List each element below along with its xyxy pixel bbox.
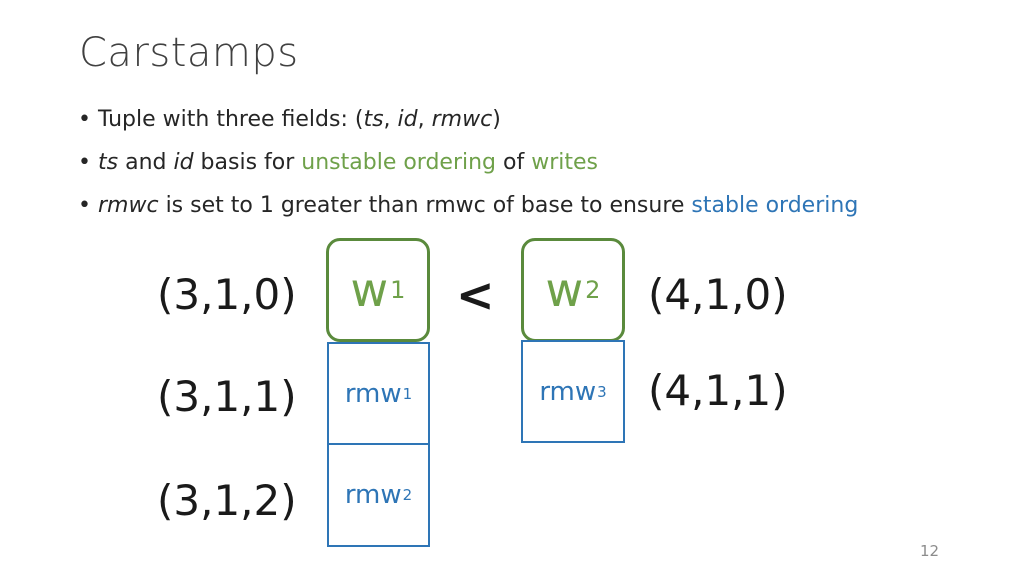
slide-title: Carstamps — [79, 30, 299, 76]
bullet-text: Tuple with three fields: ( — [98, 107, 364, 132]
rmw-subscript: 3 — [597, 382, 607, 401]
bullet-text: , — [417, 107, 432, 132]
term-rmwc: rmwc — [431, 107, 493, 132]
rmw-label: rmw — [344, 480, 402, 510]
bullet-text: basis for — [193, 150, 302, 175]
less-than-symbol: < — [456, 268, 495, 322]
write-subscript: 1 — [390, 276, 406, 304]
highlight-writes: writes — [531, 150, 599, 175]
tuple-4-1-1: (4,1,1) — [648, 366, 788, 415]
highlight-stable-ordering: stable ordering — [691, 193, 859, 218]
rmw-subscript: 2 — [402, 486, 413, 504]
highlight-unstable-ordering: unstable ordering — [301, 150, 497, 175]
term-id: id — [173, 150, 194, 175]
rmw-label: rmw — [344, 378, 402, 409]
tuple-3-1-2: (3,1,2) — [157, 476, 297, 525]
term-ts: ts — [98, 150, 119, 175]
page-number: 12 — [920, 542, 940, 560]
bullet-text: is set to 1 greater than rmwc of base to… — [158, 193, 692, 218]
bullet-unstable-ordering: ts and id basis for unstable ordering of… — [78, 141, 858, 184]
bullet-text: ) — [492, 107, 501, 132]
term-rmwc: rmwc — [98, 193, 159, 218]
write-subscript: 2 — [585, 276, 601, 304]
bullet-text: , — [383, 107, 398, 132]
term-id: id — [397, 107, 418, 132]
tuple-3-1-0: (3,1,0) — [157, 270, 297, 319]
bullet-stable-ordering: rmwc is set to 1 greater than rmwc of ba… — [78, 184, 858, 227]
bullet-text: of — [496, 150, 532, 175]
write-label: w — [350, 263, 389, 317]
tuple-4-1-0: (4,1,0) — [648, 270, 788, 319]
write-label: w — [545, 263, 584, 317]
tuple-3-1-1: (3,1,1) — [157, 372, 297, 421]
bullet-tuple-fields: Tuple with three fields: (ts, id, rmwc) — [78, 98, 858, 141]
term-ts: ts — [363, 107, 384, 132]
bullet-list: Tuple with three fields: (ts, id, rmwc) … — [78, 98, 858, 227]
bullet-text: and — [118, 150, 174, 175]
rmw-label: rmw — [539, 376, 597, 407]
rmw-subscript: 1 — [402, 384, 413, 403]
